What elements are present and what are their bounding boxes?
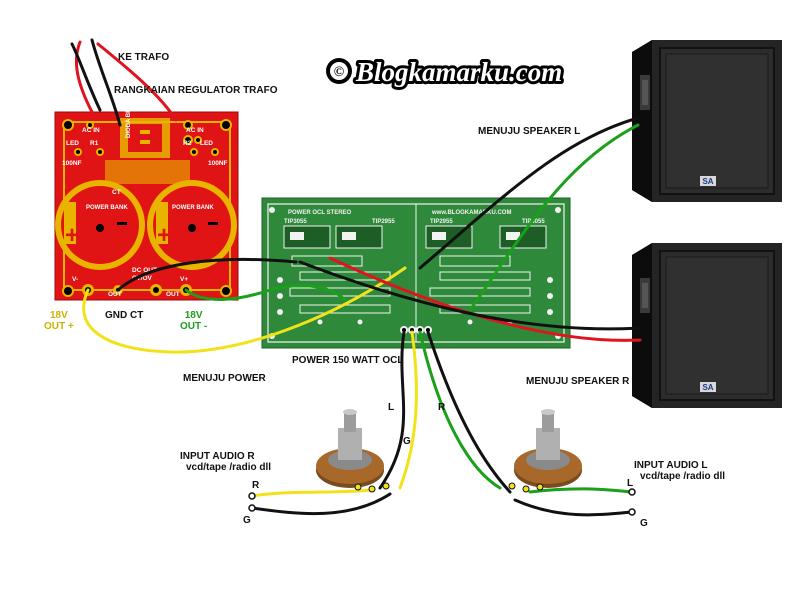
svg-text:SA: SA	[702, 383, 713, 392]
potentiometer-r[interactable]	[316, 409, 390, 493]
svg-text:TIP2955: TIP2955	[372, 219, 395, 225]
svg-text:LED: LED	[66, 140, 79, 147]
label-out-minus: 18V OUT -	[180, 310, 208, 332]
label-input-r-r: R	[252, 480, 260, 491]
label-input-l-l: L	[627, 478, 634, 489]
brand-logo: © Blogkamarku.com Blogkamarku.com	[326, 54, 565, 90]
label-out-plus: 18V OUT +	[44, 310, 74, 332]
capacitor-left: +	[55, 180, 145, 270]
svg-text:CT/OV: CT/OV	[132, 275, 153, 282]
svg-text:CT: CT	[112, 189, 121, 196]
svg-text:LED: LED	[200, 140, 213, 147]
amplifier-board: POWER OCL STEREO www.BLOGKAMARKU.COM TIP…	[261, 197, 571, 349]
svg-text:+: +	[65, 222, 79, 249]
wire-signal-l	[398, 330, 418, 490]
label-speaker-l: MENUJU SPEAKER L	[478, 126, 581, 137]
wire-gnd-ct	[116, 257, 298, 292]
label-wire-l: L	[388, 402, 395, 413]
brand-name: Blogkamarku.com	[355, 57, 562, 87]
speaker-right: SA	[632, 243, 782, 408]
speaker-badge	[700, 176, 716, 186]
potentiometer-l[interactable]	[508, 409, 582, 493]
speaker-badge	[700, 382, 716, 392]
speaker-left: SA	[632, 40, 782, 202]
wire-trafo-red	[74, 40, 94, 114]
label-wire-g: G	[403, 436, 411, 447]
svg-text:DC OUT: DC OUT	[132, 267, 157, 274]
svg-text:POWER BANK: POWER BANK	[172, 205, 214, 211]
copyright-symbol: ©	[334, 65, 345, 80]
label-wire-r: R	[438, 402, 446, 413]
wire-out-minus	[184, 284, 347, 302]
label-input-r: INPUT AUDIO R vcd/tape /radio dll	[180, 451, 272, 473]
svg-text:AC IN: AC IN	[186, 127, 204, 134]
svg-text:V+: V+	[180, 276, 188, 283]
wires	[70, 38, 642, 517]
svg-text:V-: V-	[72, 276, 78, 283]
svg-text:OUT: OUT	[166, 291, 180, 298]
label-input-r-g: G	[243, 515, 251, 526]
label-gnd-ct: GND CT	[105, 310, 144, 321]
svg-text:+: +	[157, 222, 171, 249]
svg-text:SA: SA	[702, 177, 713, 186]
svg-text:R1: R1	[90, 140, 99, 147]
wire-signal-r	[418, 330, 502, 490]
svg-text:TIP3055: TIP3055	[284, 219, 307, 225]
capacitor-right: +	[147, 180, 237, 270]
svg-text:R2: R2	[183, 140, 192, 147]
label-speaker-r: MENUJU SPEAKER R	[526, 376, 630, 387]
wire-input-l	[528, 487, 634, 494]
label-regulator: RANGKAIAN REGULATOR TRAFO	[114, 85, 278, 96]
wire-out-plus	[82, 266, 407, 354]
svg-text:POWER BANK: POWER BANK	[86, 205, 128, 211]
svg-text:100NF: 100NF	[208, 160, 228, 167]
svg-text:100NF: 100NF	[62, 160, 82, 167]
label-ke-trafo: KE TRAFO	[118, 52, 170, 63]
brand-outline: Blogkamarku.com	[355, 57, 562, 87]
svg-text:DIODA BRIDGE: DIODA BRIDGE	[126, 94, 132, 138]
label-power-ocl: POWER 150 WATT OCL	[292, 355, 404, 366]
svg-text:AC IN: AC IN	[82, 127, 100, 134]
label-input-l-g: G	[640, 518, 648, 529]
label-menuju-power: MENUJU POWER	[183, 373, 266, 384]
svg-text:TIP3055: TIP3055	[522, 219, 545, 225]
svg-text:TIP2955: TIP2955	[430, 219, 453, 225]
wire-speaker-l-black	[418, 116, 640, 270]
svg-text:www.BLOGKAMARKU.COM: www.BLOGKAMARKU.COM	[431, 210, 511, 216]
wire-speaker-l-green	[468, 123, 640, 312]
svg-text:POWER OCL STEREO: POWER OCL STEREO	[288, 210, 352, 216]
wire-speaker-r-black	[298, 260, 642, 331]
label-input-l: INPUT AUDIO L vcd/tape /radio dll	[634, 460, 726, 482]
wire-trafo-black	[90, 38, 122, 127]
wire-input-r	[250, 488, 374, 498]
svg-text:OUT: OUT	[108, 291, 122, 298]
regulator-board: + + AC IN AC IN LED R1 R2 LED	[54, 94, 239, 301]
